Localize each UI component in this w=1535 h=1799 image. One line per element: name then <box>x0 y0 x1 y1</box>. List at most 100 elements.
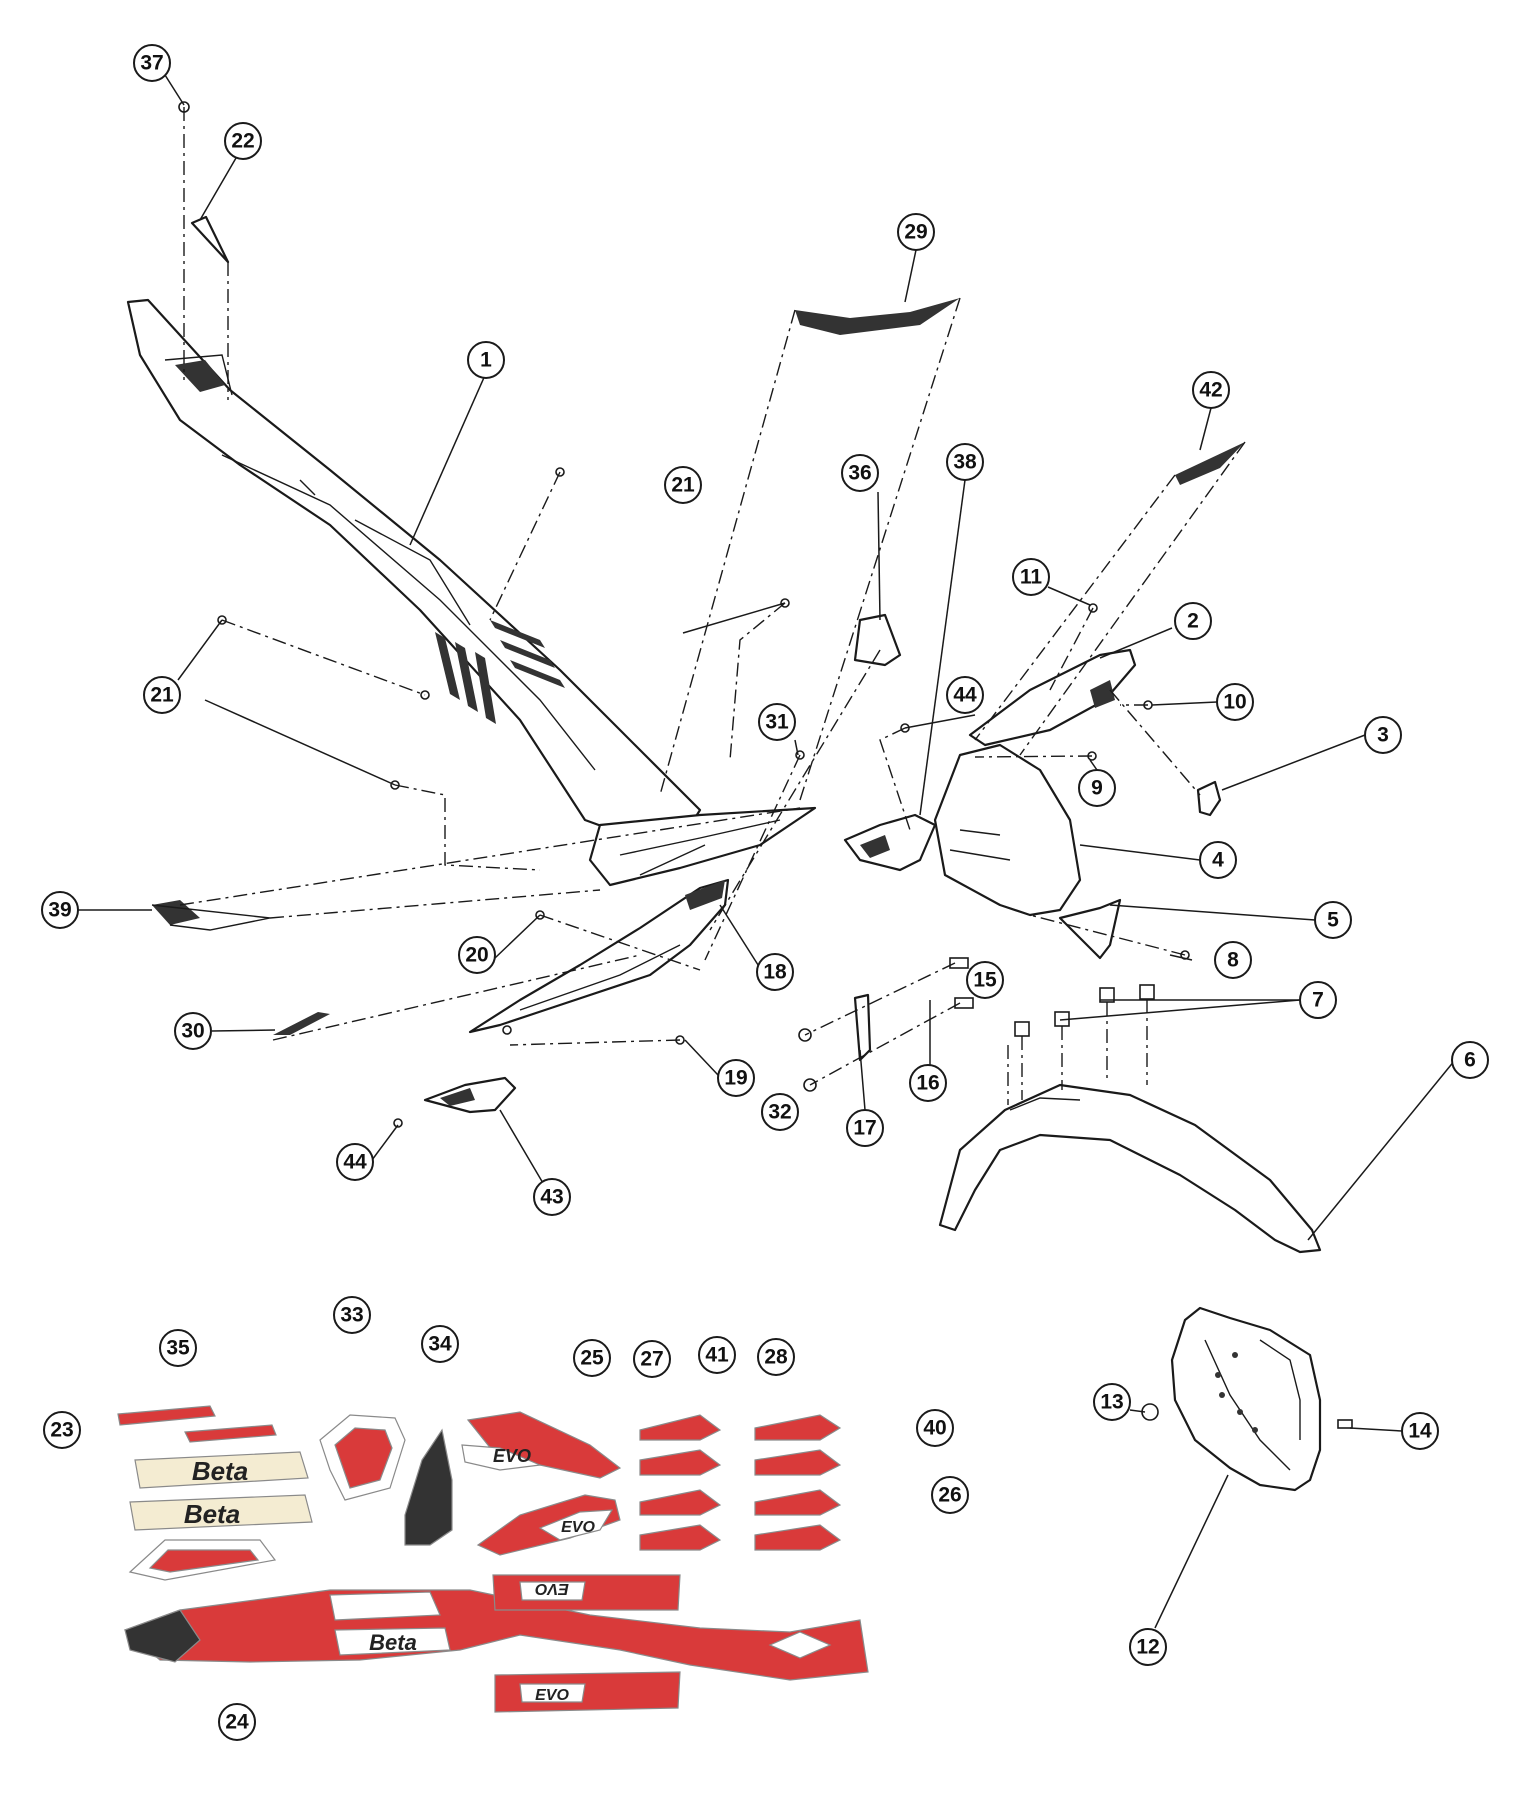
number-plate-part <box>968 648 1137 747</box>
svg-text:10: 10 <box>1223 691 1246 714</box>
svg-text:14: 14 <box>1408 1420 1432 1443</box>
svg-text:19: 19 <box>724 1067 747 1090</box>
callout-33: 33 <box>333 1296 371 1334</box>
grille-decal-part <box>1175 442 1245 485</box>
callout-1: 1 <box>467 341 505 379</box>
svg-text:35: 35 <box>166 1337 190 1360</box>
svg-text:20: 20 <box>465 944 488 967</box>
small-bracket-part <box>1196 780 1222 817</box>
svg-text:6: 6 <box>1464 1049 1476 1072</box>
callout-40: 40 <box>916 1409 954 1447</box>
clip-part <box>853 613 902 667</box>
grille-decal-part <box>273 1012 330 1035</box>
svg-text:4: 4 <box>1212 849 1224 872</box>
svg-text:36: 36 <box>848 462 871 485</box>
svg-text:39: 39 <box>48 899 71 922</box>
svg-text:22: 22 <box>231 130 254 153</box>
svg-text:38: 38 <box>953 451 977 474</box>
bracket-part <box>423 1076 517 1114</box>
callout-19: 19 <box>717 1059 755 1097</box>
svg-text:18: 18 <box>763 961 787 984</box>
callout-24: 24 <box>218 1703 256 1741</box>
callout-5: 5 <box>1314 901 1352 939</box>
svg-text:29: 29 <box>904 221 927 244</box>
callout-3: 3 <box>1364 716 1402 754</box>
svg-text:21: 21 <box>150 684 174 707</box>
grille-decal-part <box>151 900 271 931</box>
evo-logo-text: EVO <box>535 1580 569 1597</box>
callout-44-upper: 44 <box>946 676 984 714</box>
callout-16: 16 <box>909 1064 947 1102</box>
callout-23: 23 <box>43 1411 81 1449</box>
callout-layer: 1 2 3 4 5 6 7 8 9 10 11 12 13 14 15 16 1… <box>41 44 1489 1741</box>
callout-7: 7 <box>1299 981 1337 1019</box>
evo-logo-text: EVO <box>493 1446 531 1466</box>
callout-35: 35 <box>159 1329 197 1367</box>
svg-text:24: 24 <box>225 1711 249 1734</box>
svg-text:11: 11 <box>1020 566 1043 589</box>
svg-text:40: 40 <box>923 1417 946 1440</box>
callout-8: 8 <box>1214 941 1252 979</box>
callout-26: 26 <box>931 1476 969 1514</box>
headlight-part <box>1058 898 1122 960</box>
callout-15: 15 <box>966 961 1004 999</box>
svg-text:31: 31 <box>765 711 789 734</box>
svg-text:2: 2 <box>1187 610 1199 633</box>
callout-21-lower: 21 <box>143 676 181 714</box>
svg-text:41: 41 <box>705 1344 729 1367</box>
callout-42: 42 <box>1192 371 1230 409</box>
svg-text:1: 1 <box>480 349 492 372</box>
callout-13: 13 <box>1093 1383 1131 1421</box>
svg-text:8: 8 <box>1227 949 1239 972</box>
svg-text:28: 28 <box>764 1346 788 1369</box>
svg-text:13: 13 <box>1100 1391 1123 1414</box>
callout-36: 36 <box>841 454 879 492</box>
svg-text:32: 32 <box>768 1101 791 1124</box>
assembly-lines <box>179 107 1246 1105</box>
cover-part <box>468 878 730 1034</box>
callout-27: 27 <box>633 1340 671 1378</box>
callout-28: 28 <box>757 1338 795 1376</box>
callout-34: 34 <box>421 1325 459 1363</box>
svg-text:23: 23 <box>50 1419 73 1442</box>
bracket-part <box>843 813 937 872</box>
callout-30: 30 <box>174 1012 212 1050</box>
callout-32: 32 <box>761 1093 799 1131</box>
svg-text:16: 16 <box>916 1072 939 1095</box>
svg-text:33: 33 <box>340 1304 363 1327</box>
svg-text:43: 43 <box>540 1186 563 1209</box>
callout-25: 25 <box>573 1339 611 1377</box>
callout-31: 31 <box>758 703 796 741</box>
callout-10: 10 <box>1216 683 1254 721</box>
svg-text:9: 9 <box>1091 777 1103 800</box>
callout-20: 20 <box>458 936 496 974</box>
svg-text:12: 12 <box>1136 1636 1159 1659</box>
callout-18: 18 <box>756 953 794 991</box>
beta-logo-text: Beta <box>184 1499 240 1529</box>
callout-37: 37 <box>133 44 171 82</box>
leader-lines <box>78 74 1456 1629</box>
callout-11: 11 <box>1012 558 1050 596</box>
disc-guard-part <box>1170 1306 1322 1492</box>
svg-text:5: 5 <box>1327 909 1339 932</box>
callout-6: 6 <box>1451 1041 1489 1079</box>
grille-decal-part <box>795 298 960 335</box>
front-fender-part <box>938 1083 1322 1254</box>
svg-text:3: 3 <box>1377 724 1389 747</box>
svg-text:42: 42 <box>1199 379 1222 402</box>
svg-text:44: 44 <box>953 684 977 707</box>
svg-text:25: 25 <box>580 1347 604 1370</box>
small-cover-part <box>190 215 230 264</box>
callout-2: 2 <box>1174 602 1212 640</box>
decal-kit: Beta Beta EVO EVO Beta Beta <box>117 1405 869 1713</box>
callout-29: 29 <box>897 213 935 251</box>
callout-22: 22 <box>224 122 262 160</box>
svg-text:37: 37 <box>140 52 163 75</box>
bolt-part <box>1337 1419 1353 1429</box>
callout-9: 9 <box>1078 769 1116 807</box>
fastener-bolts <box>217 467 1190 1128</box>
beta-logo-text: Beta <box>369 1630 417 1655</box>
svg-text:27: 27 <box>640 1348 663 1371</box>
callout-4: 4 <box>1199 841 1237 879</box>
